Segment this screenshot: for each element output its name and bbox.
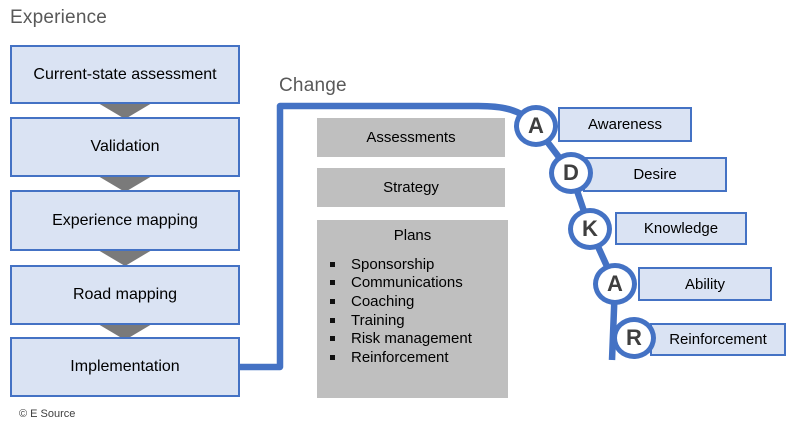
- adkar-circle-r-reinforcement: R: [612, 317, 656, 359]
- flow-step-road-mapping: Road mapping: [10, 265, 240, 325]
- flow-step-label: Experience mapping: [52, 211, 198, 229]
- flow-step-label: Validation: [90, 138, 160, 155]
- plans-list: Sponsorship Communications Coaching Trai…: [317, 255, 508, 367]
- adkar-letter: A: [528, 113, 544, 138]
- plans-panel: Plans Sponsorship Communications Coachin…: [317, 220, 508, 398]
- plans-item-label: Risk management: [351, 330, 472, 348]
- change-stage-assessments: Assessments: [317, 118, 505, 157]
- plans-list-item: Training: [317, 311, 508, 330]
- down-arrow-icon: [98, 324, 152, 340]
- flow-step-label: Implementation: [70, 358, 180, 375]
- plans-list-item: Risk management: [317, 329, 508, 348]
- plans-item-label: Reinforcement: [351, 348, 449, 366]
- bullet-square-icon: [330, 354, 335, 360]
- adkar-box-awareness: Awareness: [558, 107, 692, 142]
- bullet-square-icon: [330, 298, 335, 304]
- experience-title: Experience: [10, 7, 108, 28]
- flow-step-current-state-assessment: Current-state assessment: [10, 45, 240, 104]
- plans-item-label: Training: [351, 311, 405, 329]
- adkar-label: Desire: [633, 166, 677, 183]
- change-stage-label: Strategy: [383, 179, 439, 196]
- down-arrow-icon: [98, 176, 152, 192]
- adkar-box-reinforcement: Reinforcement: [650, 323, 786, 356]
- bullet-square-icon: [330, 280, 335, 286]
- plans-item-label: Coaching: [351, 292, 415, 310]
- down-arrow-icon: [98, 103, 152, 119]
- flow-step-implementation: Implementation: [10, 337, 240, 397]
- bullet-square-icon: [330, 336, 335, 342]
- flow-step-label: Road mapping: [72, 286, 178, 303]
- plans-list-item: Reinforcement: [317, 348, 508, 367]
- adkar-box-ability: Ability: [638, 267, 772, 301]
- flow-step-label: Current-state assessment: [33, 65, 217, 83]
- plans-item-label: Sponsorship: [351, 255, 435, 273]
- adkar-label: Reinforcement: [669, 331, 767, 348]
- adkar-circle-k-knowledge: K: [568, 208, 612, 250]
- adkar-letter: K: [582, 216, 598, 241]
- bullet-square-icon: [330, 261, 335, 267]
- adkar-box-desire: Desire: [583, 157, 727, 192]
- adkar-label: Knowledge: [643, 220, 719, 237]
- flow-step-validation: Validation: [10, 117, 240, 177]
- adkar-circle-d-desire: D: [549, 152, 593, 194]
- plans-list-item: Communications: [317, 274, 508, 293]
- adkar-letter: A: [607, 271, 623, 296]
- adkar-label: Awareness: [588, 116, 662, 133]
- plans-list-item: Coaching: [317, 292, 508, 311]
- change-title: Change: [279, 75, 347, 96]
- adkar-circle-a-awareness: A: [514, 105, 558, 147]
- bullet-square-icon: [330, 317, 335, 323]
- change-stage-strategy: Strategy: [317, 168, 505, 207]
- plans-item-label: Communications: [351, 274, 463, 292]
- plans-list-item: Sponsorship: [317, 255, 508, 274]
- adkar-letter: R: [626, 325, 642, 350]
- down-arrow-icon: [98, 250, 152, 266]
- adkar-letter: D: [563, 160, 579, 185]
- flow-step-experience-mapping: Experience mapping: [10, 190, 240, 251]
- plans-title: Plans: [393, 227, 432, 244]
- adkar-label: Ability: [684, 275, 725, 293]
- adkar-box-knowledge: Knowledge: [615, 212, 747, 245]
- adkar-circle-a-ability: A: [593, 263, 637, 305]
- copyright-notice: © E Source: [19, 408, 76, 420]
- change-stage-label: Assessments: [366, 129, 456, 146]
